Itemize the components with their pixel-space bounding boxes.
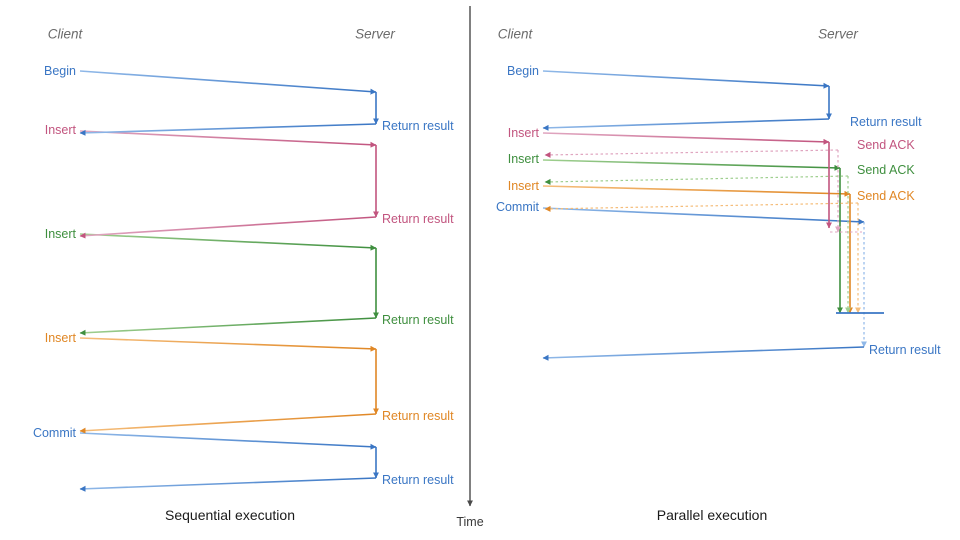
parallel-client-label-1: Insert xyxy=(507,125,539,140)
parallel-server-label-2: Send ACK xyxy=(857,162,915,177)
sequential-client-label-2: Insert xyxy=(44,226,76,241)
parallel-insert3-ack xyxy=(544,202,859,212)
sequential-server-label-2: Return result xyxy=(382,312,454,327)
parallel-insert1-ack xyxy=(544,149,839,158)
sequential-client-label-1: Insert xyxy=(44,122,76,137)
sequential-insert1-request xyxy=(79,130,377,148)
parallel-header-client: Client xyxy=(497,26,533,42)
sequential-server-label-1: Return result xyxy=(382,211,454,226)
sequential-insert2-request xyxy=(79,233,377,251)
parallel-insert1-request xyxy=(542,132,830,145)
sequential-client-label-0: Begin xyxy=(44,63,76,78)
sequential-server-label-4: Return result xyxy=(382,472,454,487)
sequential-insert3-request xyxy=(79,337,377,352)
parallel-client-label-4: Commit xyxy=(495,199,539,214)
sequential-server-label-0: Return result xyxy=(382,118,454,133)
parallel-server-label-1: Send ACK xyxy=(857,137,915,152)
sequential-commit-request xyxy=(79,432,377,450)
parallel-insert3-request xyxy=(542,185,851,197)
sequential-client-label-4: Commit xyxy=(32,425,76,440)
parallel-commit-response xyxy=(542,346,865,361)
sequential-header-server: Server xyxy=(355,26,395,42)
sequential-begin-request xyxy=(79,70,377,95)
sequential-caption: Sequential execution xyxy=(165,507,295,523)
sequential-header-client: Client xyxy=(47,26,83,42)
parallel-insert2-request xyxy=(542,159,841,171)
parallel-insert2-ack xyxy=(544,175,849,185)
sequential-insert2-response xyxy=(79,317,377,336)
parallel-client-label-2: Insert xyxy=(507,151,539,166)
parallel-client-label-3: Insert xyxy=(507,178,539,193)
parallel-begin-response xyxy=(542,118,830,131)
sequential-client-label-3: Insert xyxy=(44,330,76,345)
parallel-caption: Parallel execution xyxy=(656,507,768,523)
sequential-insert1-response xyxy=(79,216,377,239)
sequential-commit-response xyxy=(79,477,377,492)
parallel-server-label-4: Return result xyxy=(869,342,941,357)
parallel-begin-request xyxy=(542,70,830,89)
sequential-insert3-response xyxy=(79,413,377,434)
parallel-commit-request xyxy=(542,207,865,225)
parallel-server-label-0: Return result xyxy=(850,114,922,129)
parallel-server-label-3: Send ACK xyxy=(857,188,915,203)
time-axis-label: Time xyxy=(456,514,484,529)
sequential-server-label-3: Return result xyxy=(382,408,454,423)
sequential-begin-response xyxy=(79,123,377,136)
parallel-client-label-0: Begin xyxy=(507,63,539,78)
parallel-header-server: Server xyxy=(818,26,858,42)
